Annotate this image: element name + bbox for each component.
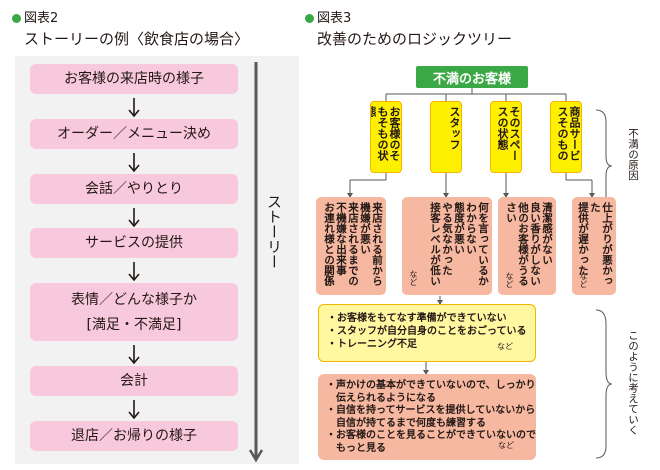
cause-item: 清潔感がない [541, 202, 553, 265]
story-label: ストーリー [265, 194, 283, 269]
story-timeline-arrow [248, 62, 264, 463]
cause-item: やる気なかった [441, 202, 453, 276]
cause-item: 来店される前から機嫌が悪い [359, 202, 383, 286]
action-line: ・自信を持ってサービスを提供していないから [326, 405, 536, 417]
cause-item: 良い香りがしない [529, 202, 541, 286]
cause-box-space: 清潔感がない 良い香りがしない 他のお客様がうるさい [498, 197, 556, 295]
step-text: 退店／お帰りの様子 [71, 428, 197, 444]
step-box-7: 退店／お帰りの様子 [30, 421, 238, 451]
down-arrow-icon [128, 345, 140, 365]
cause-bracket-label: 不満の原因 [627, 128, 639, 181]
step-box-5: 表情／どんな様子か [満足・不満足] [30, 283, 238, 341]
category-box-staff: スタッフ [430, 101, 462, 173]
category-box-customer-state: お客様のそもそもの状態 [370, 101, 402, 173]
improvement-actions-box: ・声かけの基本ができていないので、しっかり 伝えられるようになる ・自信を持って… [318, 374, 536, 460]
cause-item: 提供が遅かった [577, 202, 589, 276]
etc-note: など [498, 441, 514, 451]
fig2-bullet-dot [12, 14, 21, 23]
etc-note: など [409, 270, 418, 286]
action-line: ・声かけの基本ができていないので、しっかり [326, 380, 536, 391]
cause-item: 何を言っているかわからない [465, 202, 489, 286]
step-text: お客様の来店時の様子 [64, 71, 204, 87]
down-arrow-icon [128, 262, 140, 282]
step-box-1: お客様の来店時の様子 [30, 64, 238, 94]
summary-line: ・スタッフが自分自身のことをおごっている [327, 326, 527, 337]
cause-box-product: 仕上がりが悪かった 提供が遅かった [572, 197, 616, 295]
action-line: 伝えられるようになる [326, 392, 436, 404]
think-process-label: このように考えていく [627, 330, 639, 435]
step-text: サービスの提供 [85, 235, 183, 251]
down-arrow-icon [128, 208, 140, 228]
fig3-label: 図表3 [317, 11, 352, 26]
step-text: オーダー／メニュー決め [57, 126, 211, 142]
etc-note: など [579, 272, 588, 288]
summary-line: ・トレーニング不足 [327, 339, 417, 350]
cause-item: 他のお客様がうるさい [505, 202, 529, 286]
cause-item: 仕上がりが悪かった [589, 202, 613, 286]
down-arrow-icon [128, 153, 140, 173]
step-text: [満足・不満足] [86, 316, 182, 333]
action-line: ・お客様のことを見ることができていないので [326, 430, 536, 442]
cause-box-customer: 来店される前から機嫌が悪い 来店されるまでの不機嫌な出来事 お連れ様との関係 [316, 197, 386, 295]
cause-box-staff: 何を言っているかわからない 態度が悪い やる気なかった 接客レベルが低い [402, 197, 492, 295]
category-box-space-state: そのスペースの状態 [490, 101, 522, 173]
cause-item: 来店されるまでの不機嫌な出来事 [335, 202, 359, 286]
fig2-title: ストーリーの例〈飲食店の場合〉 [24, 30, 250, 48]
fig3-bullet-dot [305, 14, 314, 23]
fig3-title: 改善のためのロジックツリー [317, 30, 513, 48]
step-text: 会話／やりとり [85, 181, 183, 197]
etc-note: など [497, 342, 513, 351]
fig2-label: 図表2 [24, 11, 59, 26]
summary-line: ・お客様をもてなす準備ができていない [327, 313, 507, 324]
root-cause-summary-box: ・お客様をもてなす準備ができていない ・スタッフが自分自身のことをおごっている … [318, 304, 536, 362]
action-line: もっと見る [326, 442, 386, 454]
step-box-4: サービスの提供 [30, 228, 238, 258]
step-box-2: オーダー／メニュー決め [30, 119, 238, 149]
etc-note: など [323, 270, 332, 286]
category-box-product-service: 商品サービスそのもの [550, 101, 582, 173]
action-line: 自信が持てるまで何度も練習する [326, 417, 486, 429]
root-node-box: 不満のお客様 [416, 66, 528, 88]
step-box-6: 会計 [30, 366, 238, 396]
step-text: 会計 [120, 373, 148, 389]
etc-note: など [505, 272, 514, 288]
cause-item: 態度が悪い [453, 202, 465, 255]
down-arrow-icon [128, 400, 140, 420]
down-arrow-icon [128, 98, 140, 118]
step-text: 表情／どんな様子か [71, 291, 197, 308]
cause-item: お連れ様との関係 [323, 202, 335, 286]
cause-item: 接客レベルが低い [429, 202, 441, 286]
step-box-3: 会話／やりとり [30, 174, 238, 204]
